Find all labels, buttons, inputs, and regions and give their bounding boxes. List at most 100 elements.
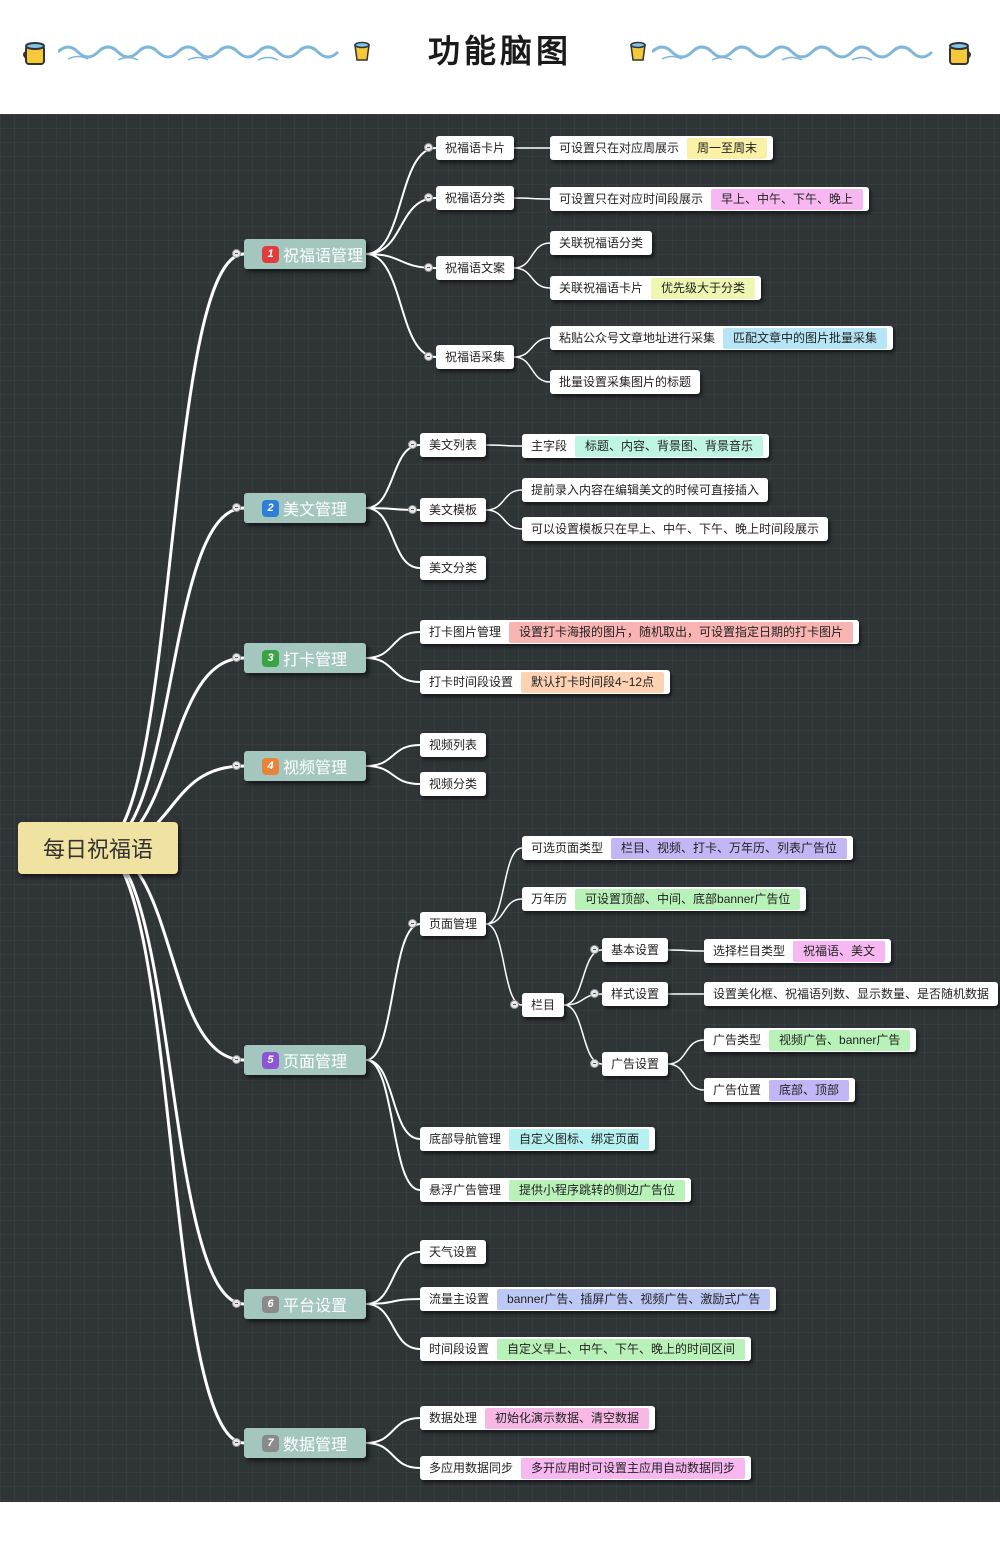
link-line bbox=[97, 252, 245, 850]
collapse-toggle-icon[interactable] bbox=[424, 263, 433, 272]
child-node[interactable]: 数据处理初始化演示数据、清空数据 bbox=[420, 1406, 656, 1430]
leaf-node[interactable]: 可以设置模板只在早上、中午、下午、晚上时间段展示 bbox=[522, 517, 829, 541]
leaf-node[interactable]: 关联祝福语卡片优先级大于分类 bbox=[550, 276, 762, 300]
root-node[interactable]: 每日祝福语 bbox=[18, 822, 178, 874]
link-line bbox=[667, 1039, 705, 1065]
child-node[interactable]: 底部导航管理自定义图标、绑定页面 bbox=[420, 1127, 656, 1151]
child-node[interactable]: 祝福语采集 bbox=[436, 345, 515, 369]
collapse-toggle-icon[interactable] bbox=[424, 193, 433, 202]
child-node[interactable]: 打卡图片管理设置打卡海报的图片，随机取出，可设置指定日期的打卡图片 bbox=[420, 620, 860, 644]
branch-label: 平台设置 bbox=[283, 1298, 348, 1315]
collapse-toggle-icon[interactable] bbox=[232, 653, 241, 662]
collapse-toggle-icon[interactable] bbox=[232, 503, 241, 512]
node-label: 祝福语文案 bbox=[445, 261, 506, 275]
link-line bbox=[365, 1417, 421, 1444]
collapse-toggle-icon[interactable] bbox=[232, 1438, 241, 1447]
link-line bbox=[563, 1004, 603, 1065]
node-label: 悬浮广告管理 bbox=[429, 1183, 502, 1197]
child-node[interactable]: 天气设置 bbox=[420, 1240, 487, 1264]
node-tag: 标题、内容、背景图、背景音乐 bbox=[575, 435, 764, 457]
child-node[interactable]: 打卡时间段设置默认打卡时间段4~12点 bbox=[420, 670, 671, 694]
node-tag: 栏目、视频、打卡、万年历、列表广告位 bbox=[611, 837, 848, 859]
leaf-node[interactable]: 选择栏目类型祝福语、美文 bbox=[704, 939, 892, 963]
leaf-node[interactable]: 设置美化框、祝福语列数、显示数量、是否随机数据 bbox=[704, 982, 999, 1006]
child-node[interactable]: 祝福语文案 bbox=[436, 256, 515, 280]
node-tag: 早上、中午、下午、晚上 bbox=[711, 188, 864, 210]
collapse-toggle-icon[interactable] bbox=[590, 945, 599, 954]
collapse-toggle-icon[interactable] bbox=[408, 505, 417, 514]
node-tag: 设置打卡海报的图片，随机取出，可设置指定日期的打卡图片 bbox=[509, 621, 854, 643]
node-label: 页面管理 bbox=[429, 917, 478, 931]
link-line bbox=[485, 489, 523, 511]
child-node[interactable]: 美文分类 bbox=[420, 556, 487, 580]
page-title: 功能脑图 bbox=[427, 32, 572, 70]
leaf-node[interactable]: 广告设置 bbox=[602, 1052, 669, 1076]
number-badge-icon: 7 bbox=[262, 1434, 279, 1452]
node-label: 样式设置 bbox=[611, 987, 660, 1001]
leaf-node[interactable]: 批量设置采集图片的标题 bbox=[550, 370, 701, 394]
leaf-node[interactable]: 万年历可设置顶部、中间、底部banner广告位 bbox=[522, 887, 807, 911]
link-line bbox=[513, 267, 551, 289]
node-tag: 初始化演示数据、清空数据 bbox=[485, 1407, 650, 1429]
collapse-toggle-icon[interactable] bbox=[510, 1000, 519, 1009]
child-node[interactable]: 悬浮广告管理提供小程序跳转的侧边广告位 bbox=[420, 1178, 692, 1202]
node-tag: 匹配文章中的图片批量采集 bbox=[723, 327, 888, 349]
collapse-toggle-icon[interactable] bbox=[232, 761, 241, 770]
leaf-node[interactable]: 基本设置 bbox=[602, 938, 669, 962]
link-line bbox=[485, 444, 523, 447]
leaf-node[interactable]: 主字段标题、内容、背景图、背景音乐 bbox=[522, 434, 770, 458]
leaf-node[interactable]: 栏目 bbox=[522, 993, 565, 1017]
node-label: 可选页面类型 bbox=[531, 841, 604, 855]
number-badge-icon: 3 bbox=[262, 649, 279, 667]
branch-label: 美文管理 bbox=[283, 502, 348, 519]
leaf-node[interactable]: 广告类型视频广告、banner广告 bbox=[704, 1028, 917, 1052]
leaf-node[interactable]: 关联祝福语分类 bbox=[550, 231, 653, 255]
leaf-node[interactable]: 可设置只在对应周展示周一至周末 bbox=[550, 136, 774, 160]
collapse-toggle-icon[interactable] bbox=[232, 249, 241, 258]
node-label: 栏目 bbox=[531, 998, 556, 1012]
node-tag: 自定义图标、绑定页面 bbox=[509, 1128, 650, 1150]
collapse-toggle-icon[interactable] bbox=[424, 352, 433, 361]
node-label: 基本设置 bbox=[611, 943, 660, 957]
collapse-toggle-icon[interactable] bbox=[232, 1055, 241, 1064]
node-tag: 视频广告、banner广告 bbox=[769, 1029, 911, 1051]
link-line bbox=[365, 657, 421, 683]
link-line bbox=[365, 744, 421, 767]
child-node[interactable]: 时间段设置自定义早上、中午、下午、晚上的时间区间 bbox=[420, 1337, 752, 1361]
child-node[interactable]: 美文列表 bbox=[420, 433, 487, 457]
leaf-node[interactable]: 可设置只在对应时间段展示早上、中午、下午、晚上 bbox=[550, 187, 870, 211]
collapse-toggle-icon[interactable] bbox=[590, 1059, 599, 1068]
link-line bbox=[513, 197, 551, 200]
child-node[interactable]: 祝福语分类 bbox=[436, 186, 515, 210]
child-node[interactable]: 多应用数据同步多开应用时可设置主应用自动数据同步 bbox=[420, 1456, 752, 1480]
child-node[interactable]: 页面管理 bbox=[420, 912, 487, 936]
child-node[interactable]: 视频分类 bbox=[420, 772, 487, 796]
node-label: 美文分类 bbox=[429, 561, 478, 575]
collapse-toggle-icon[interactable] bbox=[408, 919, 417, 928]
link-line bbox=[97, 846, 245, 1445]
link-line bbox=[97, 846, 245, 1062]
node-tag: 周一至周末 bbox=[687, 137, 768, 159]
leaf-node[interactable]: 可选页面类型栏目、视频、打卡、万年历、列表广告位 bbox=[522, 836, 854, 860]
link-line bbox=[97, 846, 245, 1306]
child-node[interactable]: 祝福语卡片 bbox=[436, 136, 515, 160]
leaf-node[interactable]: 粘贴公众号文章地址进行采集匹配文章中的图片批量采集 bbox=[550, 326, 894, 350]
child-node[interactable]: 美文模板 bbox=[420, 498, 487, 522]
collapse-toggle-icon[interactable] bbox=[590, 989, 599, 998]
leaf-node[interactable]: 样式设置 bbox=[602, 982, 669, 1006]
collapse-toggle-icon[interactable] bbox=[424, 143, 433, 152]
collapse-toggle-icon[interactable] bbox=[232, 1299, 241, 1308]
leaf-node[interactable]: 提前录入内容在编辑美文的时候可直接插入 bbox=[522, 478, 769, 502]
leaf-node[interactable]: 广告位置底部、顶部 bbox=[704, 1078, 856, 1102]
child-node[interactable]: 视频列表 bbox=[420, 733, 487, 757]
link-line bbox=[365, 765, 421, 785]
collapse-toggle-icon[interactable] bbox=[408, 440, 417, 449]
